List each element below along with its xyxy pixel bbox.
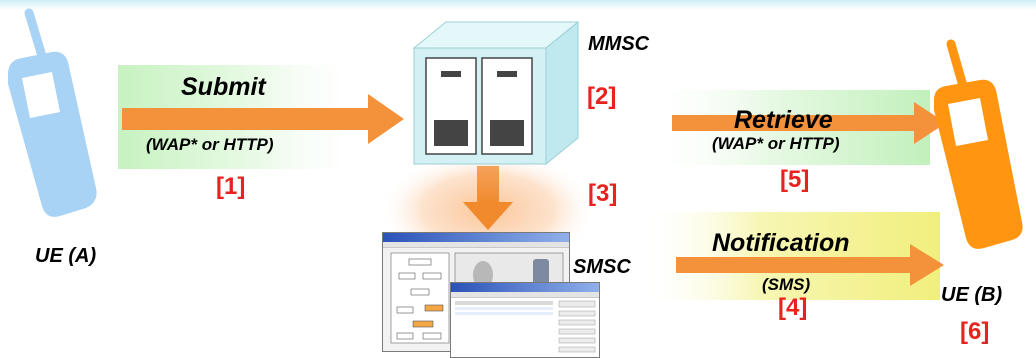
smsc-inner-window (450, 282, 600, 358)
top-accent-bar (0, 0, 1036, 10)
notification-arrow (676, 244, 944, 286)
mmsc-label: MMSC (588, 33, 650, 55)
retrieve-protocol: (WAP* or HTTP) (712, 134, 840, 153)
ue-a-label: UE (A) (35, 245, 97, 267)
submit-step: [1] (216, 173, 246, 200)
notification-protocol: (SMS) (762, 275, 811, 294)
submit-protocol: (WAP* or HTTP) (146, 135, 274, 154)
mmsc-step: [2] (587, 83, 617, 110)
submit-title: Submit (181, 73, 266, 101)
ue-b-label: UE (B) (941, 284, 1003, 306)
smsc-label: SMSC (573, 256, 631, 278)
smsc-link-step: [3] (588, 180, 618, 207)
retrieve-title: Retrieve (734, 106, 833, 134)
ue-b-phone-icon (934, 39, 1023, 249)
submit-arrow (122, 94, 404, 144)
notification-title: Notification (712, 229, 850, 257)
mmsc-to-smsc-arrow (463, 166, 513, 230)
ue-a-phone-icon (8, 8, 97, 217)
ue-b-step: [6] (960, 318, 990, 345)
retrieve-arrow (672, 102, 946, 144)
notification-step: [4] (778, 294, 808, 321)
notification-band (640, 212, 940, 300)
mmsc-server-icon (412, 20, 580, 166)
retrieve-step: [5] (780, 166, 810, 193)
